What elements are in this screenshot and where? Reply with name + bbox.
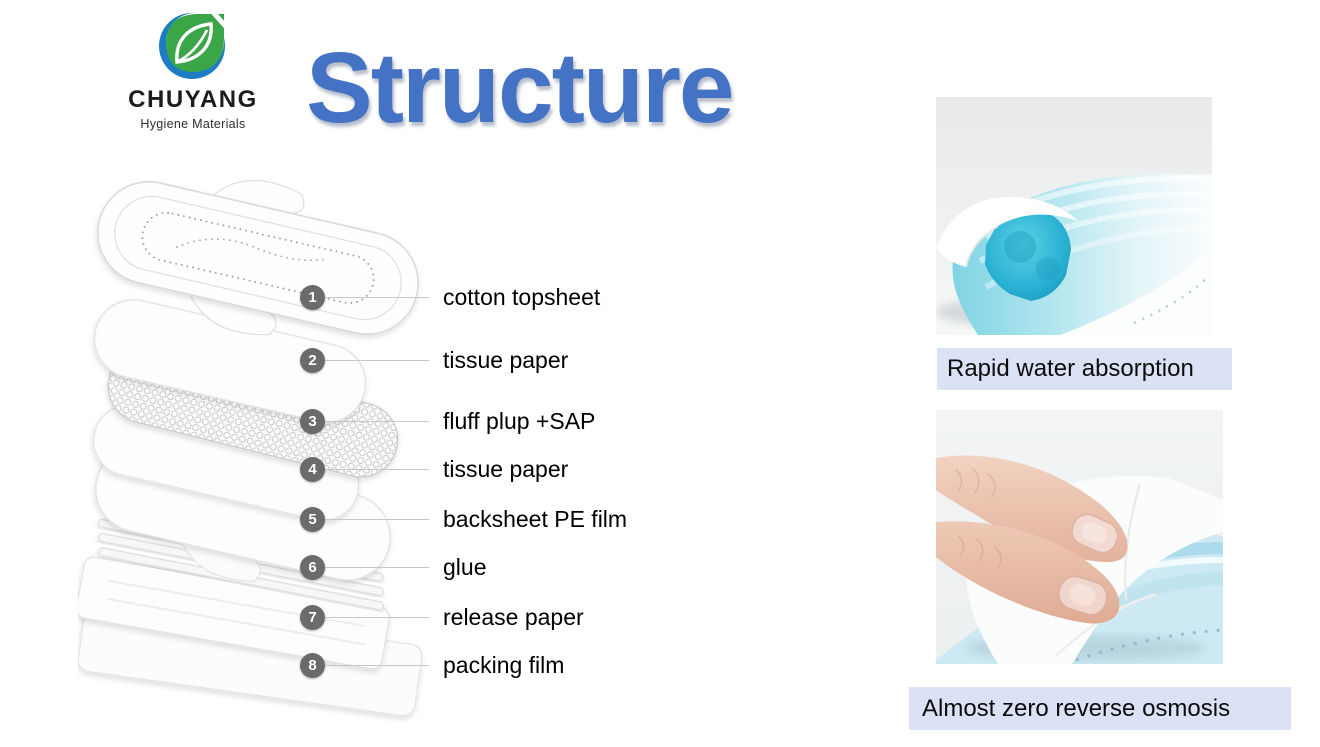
layer-number-badge: 8 [300,652,325,678]
layer-row-5: 5 backsheet PE film [300,506,627,532]
layer-label: release paper [443,603,584,630]
layer-row-6: 6 glue [300,554,486,580]
layer-row-4: 4 tissue paper [300,456,568,482]
layer-label: tissue paper [443,455,569,482]
pad-exploded-diagram [78,179,423,717]
layer-row-3: 3 fluff plup +SAP [300,408,595,434]
layer-number-badge: 7 [300,604,325,630]
absorption-photo [936,97,1212,335]
caption-zero-osmosis: Almost zero reverse osmosis [909,687,1291,730]
layer-row-7: 7 release paper [300,604,584,630]
page-title: Structure [306,32,735,144]
layer-label: fluff plup +SAP [443,407,596,434]
leader-line [325,468,429,470]
caption-rapid-absorption: Rapid water absorption [937,348,1232,390]
leader-line [325,420,429,422]
leader-line [325,566,429,568]
layer-number-badge: 2 [300,347,325,373]
leader-line [325,616,429,618]
caption-text: Almost zero reverse osmosis [922,694,1231,722]
layer-row-8: 8 packing film [300,652,564,678]
absorption-photo-illustration [936,97,1212,335]
layer-label: backsheet PE film [443,505,628,532]
layer-number-badge: 6 [300,554,325,580]
leaf-logo-icon [159,9,231,79]
osmosis-photo-illustration [936,410,1223,664]
layer-row-1: 1 cotton topsheet [300,284,600,310]
layer-number-badge: 3 [300,408,325,434]
leader-line [325,518,429,520]
layer-number-badge: 5 [300,506,325,532]
layer-label: packing film [443,651,565,678]
layer-label: tissue paper [443,346,569,373]
leader-line [325,664,429,666]
leader-line [325,359,429,361]
layer-number-badge: 1 [300,284,325,310]
leader-line [325,296,429,298]
brand-name: CHUYANG [128,86,258,113]
caption-text: Rapid water absorption [947,355,1194,382]
layer-label: cotton topsheet [443,283,601,310]
company-logo: CHUYANG Hygiene Materials [118,8,268,131]
layer-number-badge: 4 [300,456,325,482]
brand-tagline: Hygiene Materials [140,117,246,131]
layer-label: glue [443,553,487,580]
osmosis-photo [936,410,1223,664]
layer-row-2: 2 tissue paper [300,347,568,373]
